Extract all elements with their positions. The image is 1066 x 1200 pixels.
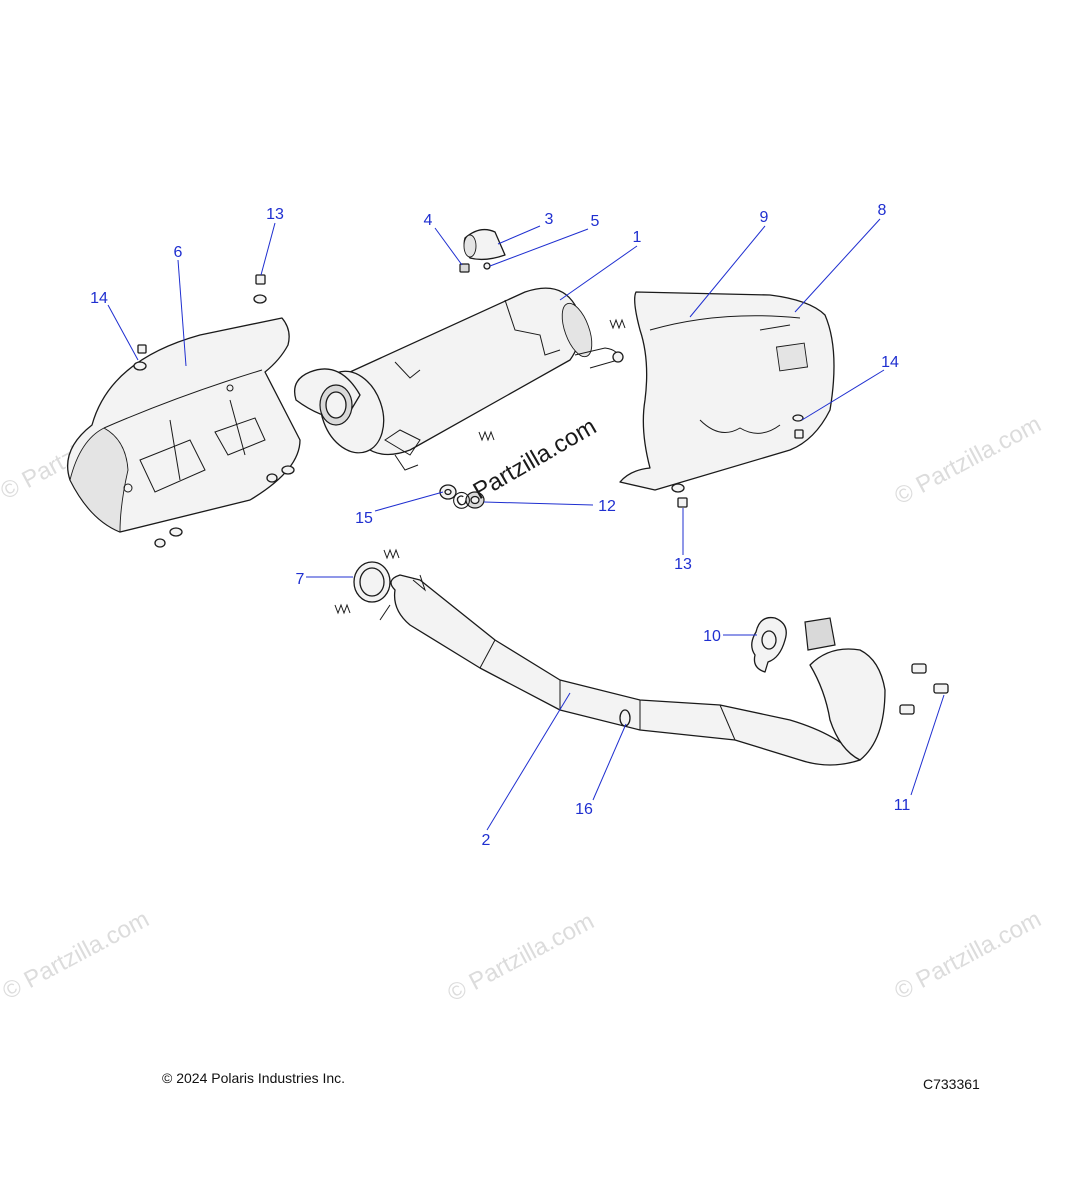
callout-5[interactable]: 5 xyxy=(591,213,600,230)
callout-1[interactable]: 1 xyxy=(633,229,642,246)
head-pipe[interactable] xyxy=(379,574,886,766)
exhaust-gasket-ring[interactable] xyxy=(353,561,391,603)
watermark-right-mid: © Partzilla.com xyxy=(890,411,1045,511)
callout-15[interactable]: 15 xyxy=(355,510,373,527)
callout-7[interactable]: 7 xyxy=(296,571,305,588)
callout-12[interactable]: 12 xyxy=(598,498,616,515)
screw-4[interactable] xyxy=(459,263,470,273)
clamp-16[interactable] xyxy=(619,709,631,727)
callout-8[interactable]: 8 xyxy=(878,202,887,219)
callout-9[interactable]: 9 xyxy=(760,209,769,226)
drawing-id: C733361 xyxy=(923,1076,980,1092)
callout-14-left[interactable]: 14 xyxy=(90,290,108,307)
watermark-center: © Partzilla.com xyxy=(448,413,602,517)
callout-6[interactable]: 6 xyxy=(174,244,183,261)
callout-13-right[interactable]: 13 xyxy=(674,556,692,573)
callout-2[interactable]: 2 xyxy=(482,832,491,849)
callout-3[interactable]: 3 xyxy=(545,211,554,228)
grommet-12[interactable] xyxy=(465,491,485,509)
muffler[interactable] xyxy=(293,287,624,471)
heat-shield-right[interactable] xyxy=(619,291,835,491)
callout-10[interactable]: 10 xyxy=(703,628,721,645)
leader-lines xyxy=(107,218,945,831)
callout-11[interactable]: 11 xyxy=(894,797,911,814)
washer-15[interactable] xyxy=(439,484,457,500)
callouts: 1 2 3 4 5 6 7 8 9 10 11 12 13 13 14 14 1… xyxy=(90,202,910,849)
watermark-center-bottom: © Partzilla.com xyxy=(443,908,598,1008)
watermark-right-bottom: © Partzilla.com xyxy=(890,906,1045,1006)
bolts-11[interactable] xyxy=(899,663,949,715)
copyright-text: © 2024 Polaris Industries Inc. xyxy=(162,1070,346,1086)
screws-14[interactable] xyxy=(133,344,804,548)
flange-gasket[interactable] xyxy=(751,616,787,673)
bolts-13[interactable] xyxy=(253,274,688,508)
screw-5[interactable] xyxy=(483,262,491,270)
callout-16[interactable]: 16 xyxy=(575,801,593,818)
watermark-left-bottom: © Partzilla.com xyxy=(0,906,154,1006)
callout-4[interactable]: 4 xyxy=(424,212,433,229)
heat-shield-left[interactable] xyxy=(66,317,301,533)
callout-14-right[interactable]: 14 xyxy=(881,354,899,371)
callout-13-top[interactable]: 13 xyxy=(266,206,284,223)
spark-arrestor-cap[interactable] xyxy=(463,228,506,261)
